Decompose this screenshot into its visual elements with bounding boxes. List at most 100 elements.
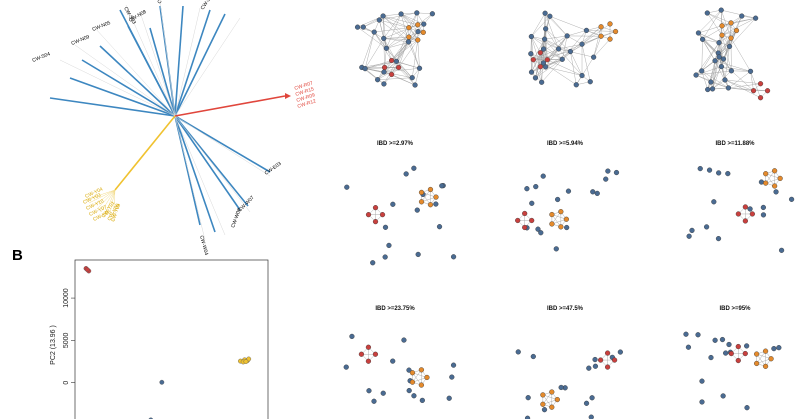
network-edge [545,28,548,60]
network-node [439,183,445,189]
network-node [735,343,741,350]
tree-branch [81,59,176,117]
phylogenetic-tree: CW-S04CW-N09CW-N05CW-S03CW-N08CW-E05CW-S… [32,0,317,256]
network-node [528,51,534,57]
network-node [372,351,379,357]
network-edge [400,13,418,25]
network-node [719,32,725,38]
tree-tip-line-yellow [108,189,116,219]
tree-arrow-red [285,93,291,99]
tree-branch [174,115,241,211]
network-node [529,200,535,206]
network-node [763,180,769,186]
network-edge [721,35,732,71]
tree-tip-line [59,59,176,117]
network-node [544,57,550,63]
network-node [382,224,389,230]
network-edge [386,48,413,78]
network-node [604,350,611,356]
tree-branch [174,115,271,173]
network-node [564,33,570,39]
network-node [583,400,590,406]
network-edge [357,26,387,49]
network-node [715,235,722,242]
tree-tip-line-yellow [84,189,116,201]
network-node [406,34,412,40]
network-node [757,95,764,101]
network-node [598,33,604,39]
network-node [607,36,613,42]
network-node [424,374,430,381]
tree-tip-label: CW-R07 [294,80,314,92]
network-edge [531,52,541,73]
network-node [539,79,545,85]
network-node [592,356,598,363]
ibd-network-grid: IBD >=2.97%IBD >=5.94%IBD >=11.88%IBD >=… [343,7,795,419]
network-edge [535,59,563,79]
network-node [611,357,618,363]
tree-branch [99,45,176,117]
network-edge [386,39,418,49]
network-node [709,86,716,92]
network-edge [558,48,583,76]
network-node [583,27,590,33]
network-node [530,353,536,360]
network-edge [408,41,420,69]
network-edge [379,12,417,21]
network-node [744,343,750,349]
network-node [388,71,395,78]
network-node [607,21,613,27]
network-node [528,33,534,40]
network-edge [531,36,534,60]
network-node [418,189,425,196]
network-node [762,348,769,354]
network-node [778,247,785,253]
network-edge [531,13,546,37]
network-edge [562,30,587,60]
network-node [716,170,722,176]
network-edge [701,42,720,72]
network-edge [721,18,756,36]
network-node [415,37,421,43]
tree-tip-line [94,27,176,117]
network-node [522,224,528,231]
network-node [720,393,726,399]
network-edge [576,57,594,85]
network-node [532,75,539,81]
network-title: IBD >=95% [719,306,751,312]
network-node [587,79,593,85]
network-edge [365,60,392,69]
network-edge [535,39,545,78]
network-node [528,69,535,75]
network-node [383,45,389,51]
network-node [603,176,609,182]
network-edge [383,36,409,39]
network-node [776,345,782,351]
network-edge [728,71,751,89]
network-edge [593,36,602,58]
network-node [735,211,741,217]
network-panel [528,10,619,88]
network-edge [377,67,399,80]
network-node [554,396,560,403]
tree-tip-label: CW-R15 [295,86,315,98]
tree-tip-line-yellow [96,189,116,210]
tree-tip-label: CW-W08 [230,207,243,228]
network-node [693,72,699,78]
network-edge [383,15,418,25]
network-edge [398,39,418,68]
tree-tip-line [174,7,201,117]
network-node [433,194,439,200]
network-node [390,358,396,364]
network-node [553,246,559,252]
network-edge [731,70,754,91]
pca-point [243,359,249,364]
network-node [716,54,722,60]
network-title: IBD >=11.88% [715,141,755,147]
network-node [597,357,604,363]
network-edge [712,70,732,90]
network-edge [718,30,737,43]
network-edge [531,36,559,50]
network-edge [547,43,583,60]
plot-frame [74,259,269,419]
